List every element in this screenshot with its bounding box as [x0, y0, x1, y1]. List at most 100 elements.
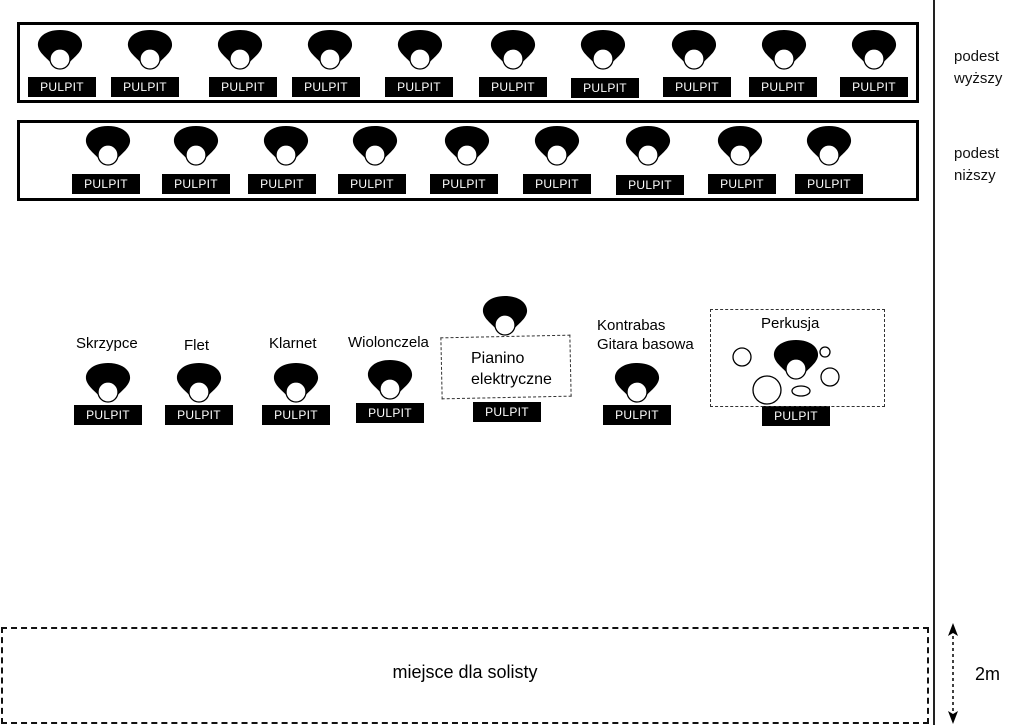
soloist-area-label: miejsce dla solisty — [392, 662, 538, 682]
upper-podium-1-pulpit: PULPIT — [28, 77, 96, 97]
drum-tom-right-icon — [820, 367, 840, 387]
musician-seat-icon — [176, 363, 222, 403]
musician-seat-icon — [397, 30, 443, 70]
lower-podium-3-pulpit: PULPIT — [248, 174, 316, 194]
lower-podium-1-pulpit: PULPIT — [72, 174, 140, 194]
musician-seat-icon — [482, 296, 528, 336]
kontrabas-line2: Gitara basowa — [597, 336, 694, 353]
upper-podium-label-line1: podest — [954, 48, 1000, 65]
musician-seat-icon — [367, 360, 413, 400]
lower-podium-7-seat — [623, 124, 673, 168]
musician-seat-icon — [307, 30, 353, 70]
lower-podium-label-line2: niższy — [954, 167, 996, 184]
upper-podium-8-pulpit: PULPIT — [663, 77, 731, 97]
instrument-label-wiolonczela: Wiolonczela — [348, 334, 429, 351]
upper-podium-9-pulpit: PULPIT — [749, 77, 817, 97]
upper-podium-label-line2: wyższy — [954, 70, 1003, 87]
upper-podium-5-seat — [395, 28, 445, 72]
musician-seat-icon — [625, 126, 671, 166]
pianino-line2: elektryczne — [471, 371, 552, 388]
lower-podium-7-pulpit: PULPIT — [616, 175, 684, 195]
flet-pulpit: PULPIT — [165, 405, 233, 425]
lower-podium-3-seat — [261, 124, 311, 168]
musician-seat-icon — [85, 126, 131, 166]
musician-seat-icon — [580, 30, 626, 70]
kontrabas-pulpit: PULPIT — [603, 405, 671, 425]
musician-seat-icon — [490, 30, 536, 70]
musician-seat-icon — [851, 30, 897, 70]
instrument-label-perkusja: Perkusja — [761, 315, 820, 332]
lower-podium — [17, 120, 919, 201]
musician-seat-icon — [352, 126, 398, 166]
upper-podium-2-pulpit: PULPIT — [111, 77, 179, 97]
wiolonczela-pulpit: PULPIT — [356, 403, 424, 423]
upper-podium-9-seat — [759, 28, 809, 72]
perkusja-seat — [771, 338, 821, 382]
pianino-line1: Pianino — [471, 350, 525, 367]
musician-seat-icon — [614, 363, 660, 403]
lower-podium-1-seat — [83, 124, 133, 168]
instrument-label-klarnet: Klarnet — [269, 335, 317, 352]
upper-podium-7-seat — [578, 28, 628, 72]
lower-podium-2-pulpit: PULPIT — [162, 174, 230, 194]
soloist-area: miejsce dla solisty — [1, 627, 929, 724]
lower-podium-5-pulpit: PULPIT — [430, 174, 498, 194]
lower-podium-label: podest niższy — [954, 143, 999, 187]
klarnet-pulpit: PULPIT — [262, 405, 330, 425]
upper-podium — [17, 22, 919, 103]
musician-seat-icon — [444, 126, 490, 166]
musician-seat-icon — [671, 30, 717, 70]
dimension-label: 2m — [975, 664, 1001, 684]
upper-podium-4-pulpit: PULPIT — [292, 77, 360, 97]
drum-cymbal-small-icon — [819, 346, 831, 358]
dimension-arrow-icon — [948, 623, 958, 724]
musician-seat-icon — [717, 126, 763, 166]
lower-podium-2-seat — [171, 124, 221, 168]
upper-podium-3-seat — [215, 28, 265, 72]
kontrabas-line1: Kontrabas — [597, 317, 666, 334]
skrzypce-seat — [83, 361, 133, 405]
musician-seat-icon — [761, 30, 807, 70]
upper-podium-7-pulpit: PULPIT — [571, 78, 639, 98]
lower-podium-5-seat — [442, 124, 492, 168]
instrument-label-flet: Flet — [184, 337, 210, 354]
instrument-label-skrzypce: Skrzypce — [76, 335, 138, 352]
flet-seat — [174, 361, 224, 405]
kontrabas-seat — [612, 361, 662, 405]
upper-podium-2-seat — [125, 28, 175, 72]
lower-podium-8-pulpit: PULPIT — [708, 174, 776, 194]
drum-kit — [732, 346, 840, 405]
percussion-area — [710, 309, 885, 407]
instrument-label-kontrabas: Kontrabas Gitara basowa — [597, 316, 694, 354]
drum-snare-icon — [791, 385, 811, 397]
lower-podium-4-seat — [350, 124, 400, 168]
upper-podium-10-seat — [849, 28, 899, 72]
musician-seat-icon — [273, 363, 319, 403]
lower-podium-9-seat — [804, 124, 854, 168]
musician-seat-icon — [37, 30, 83, 70]
upper-podium-label: podest wyższy — [954, 46, 1002, 90]
musician-seat-icon — [773, 340, 819, 380]
upper-podium-6-seat — [488, 28, 538, 72]
klarnet-seat — [271, 361, 321, 405]
lower-podium-6-seat — [532, 124, 582, 168]
lower-podium-label-line1: podest — [954, 145, 1000, 162]
lower-podium-9-pulpit: PULPIT — [795, 174, 863, 194]
instrument-label-pianino: Pianino elektryczne — [471, 348, 552, 390]
musician-seat-icon — [263, 126, 309, 166]
musician-seat-icon — [806, 126, 852, 166]
pianino-pulpit: PULPIT — [473, 402, 541, 422]
musician-seat-icon — [217, 30, 263, 70]
wiolonczela-seat — [365, 358, 415, 402]
perkusja-pulpit: PULPIT — [762, 406, 830, 426]
upper-podium-3-pulpit: PULPIT — [209, 77, 277, 97]
lower-podium-8-seat — [715, 124, 765, 168]
drum-bass-icon — [752, 375, 782, 405]
upper-podium-5-pulpit: PULPIT — [385, 77, 453, 97]
upper-podium-10-pulpit: PULPIT — [840, 77, 908, 97]
upper-podium-8-seat — [669, 28, 719, 72]
pianino-seat — [480, 294, 530, 338]
musician-seat-icon — [173, 126, 219, 166]
upper-podium-1-seat — [35, 28, 85, 72]
lower-podium-4-pulpit: PULPIT — [338, 174, 406, 194]
